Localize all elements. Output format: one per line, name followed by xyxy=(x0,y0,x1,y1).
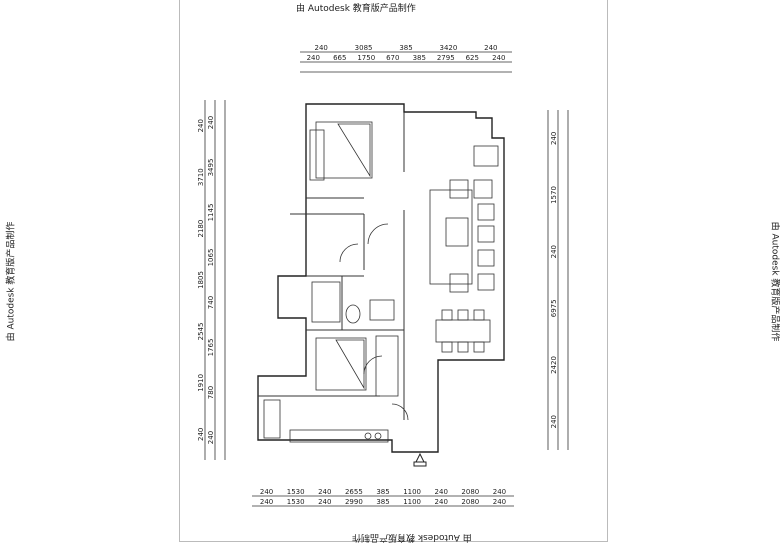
dims-top-row2-label: 1750 xyxy=(357,54,375,62)
door-swings xyxy=(339,223,409,421)
dims-bottom-row2-label: 240 xyxy=(318,498,331,506)
dims-left-row1-label: 240 xyxy=(197,428,205,441)
living-furniture xyxy=(429,145,499,353)
dims-bottom-row2-label: 2990 xyxy=(345,498,363,506)
dims-bottom-row2-label: 240 xyxy=(493,498,506,506)
dims-bottom-row1-label: 2080 xyxy=(461,488,479,496)
dims-bottom-row1-label: 1100 xyxy=(403,488,421,496)
dims-bottom-row2-label: 1100 xyxy=(403,498,421,506)
dims-top-row1-label: 3420 xyxy=(439,44,457,52)
drawing-frame xyxy=(179,0,608,542)
dims-left-row2-label: 740 xyxy=(207,296,215,309)
sofa xyxy=(429,189,473,285)
dims-left-row1-label: 1805 xyxy=(197,271,205,289)
dims-bottom-row2-label: 2080 xyxy=(461,498,479,506)
entry-arrow-icon xyxy=(413,452,427,467)
dims-bottom-row1-label: 385 xyxy=(376,488,389,496)
partitions xyxy=(258,112,405,420)
dims-top-row2-label: 385 xyxy=(413,54,426,62)
dims-top-row1-label: 3085 xyxy=(355,44,373,52)
dims-bottom-row1-label: 1530 xyxy=(287,488,305,496)
watermark-top: 由 Autodesk 教育版产品制作 xyxy=(296,4,416,14)
dims-right-label: 240 xyxy=(550,245,558,258)
armchair xyxy=(473,145,499,167)
dims-top-row2-label: 670 xyxy=(386,54,399,62)
dims-right-label: 240 xyxy=(550,132,558,145)
dims-top-row1-label: 385 xyxy=(399,44,412,52)
dims-top-row2-label: 240 xyxy=(307,54,320,62)
outer-walls xyxy=(257,103,505,453)
dims-top-row2-label: 2795 xyxy=(437,54,455,62)
dims-top-row2-label: 240 xyxy=(492,54,505,62)
dims-bottom-row1-label: 240 xyxy=(493,488,506,496)
dims-top-row2-label: 665 xyxy=(333,54,346,62)
dims-left-row1-label: 240 xyxy=(197,119,205,132)
dims-right-label: 1570 xyxy=(550,186,558,204)
dims-right-label: 2420 xyxy=(550,356,558,374)
dims-left-row2-label: 1765 xyxy=(207,339,215,357)
dims-top-row1-label: 240 xyxy=(315,44,328,52)
bedroom-lower xyxy=(315,335,399,397)
dims-bottom-row2-label: 385 xyxy=(376,498,389,506)
dims-left-row2-label: 240 xyxy=(207,431,215,444)
dims-right-label: 240 xyxy=(550,415,558,428)
dims-bottom-row2-label: 240 xyxy=(260,498,273,506)
dims-left-row2-label: 240 xyxy=(207,116,215,129)
dims-bottom-row1-label: 240 xyxy=(260,488,273,496)
dims-bottom-row2-label: 1530 xyxy=(287,498,305,506)
dims-left-row2-label: 1145 xyxy=(207,204,215,222)
dims-bottom-row1-label: 240 xyxy=(435,488,448,496)
dims-left-row1-label: 1910 xyxy=(197,374,205,392)
dims-left-row2-label: 1065 xyxy=(207,249,215,267)
dining-table xyxy=(435,319,491,343)
dims-bottom-row2-label: 240 xyxy=(435,498,448,506)
dims-left-row1-label: 2545 xyxy=(197,323,205,341)
kitchen xyxy=(263,399,389,443)
dims-bottom-row1-label: 240 xyxy=(318,488,331,496)
bedroom-upper xyxy=(309,121,373,181)
dims-right-label: 6975 xyxy=(550,299,558,317)
dims-top-row1-label: 240 xyxy=(484,44,497,52)
dims-left-row2-label: 780 xyxy=(207,386,215,399)
dims-left-row1-label: 3710 xyxy=(197,168,205,186)
dims-left-row1-label: 2180 xyxy=(197,220,205,238)
dims-left-row2-label: 3495 xyxy=(207,159,215,177)
dims-bottom-row1-label: 2655 xyxy=(345,488,363,496)
dims-top-row2-label: 625 xyxy=(466,54,479,62)
bathroom xyxy=(311,281,395,324)
